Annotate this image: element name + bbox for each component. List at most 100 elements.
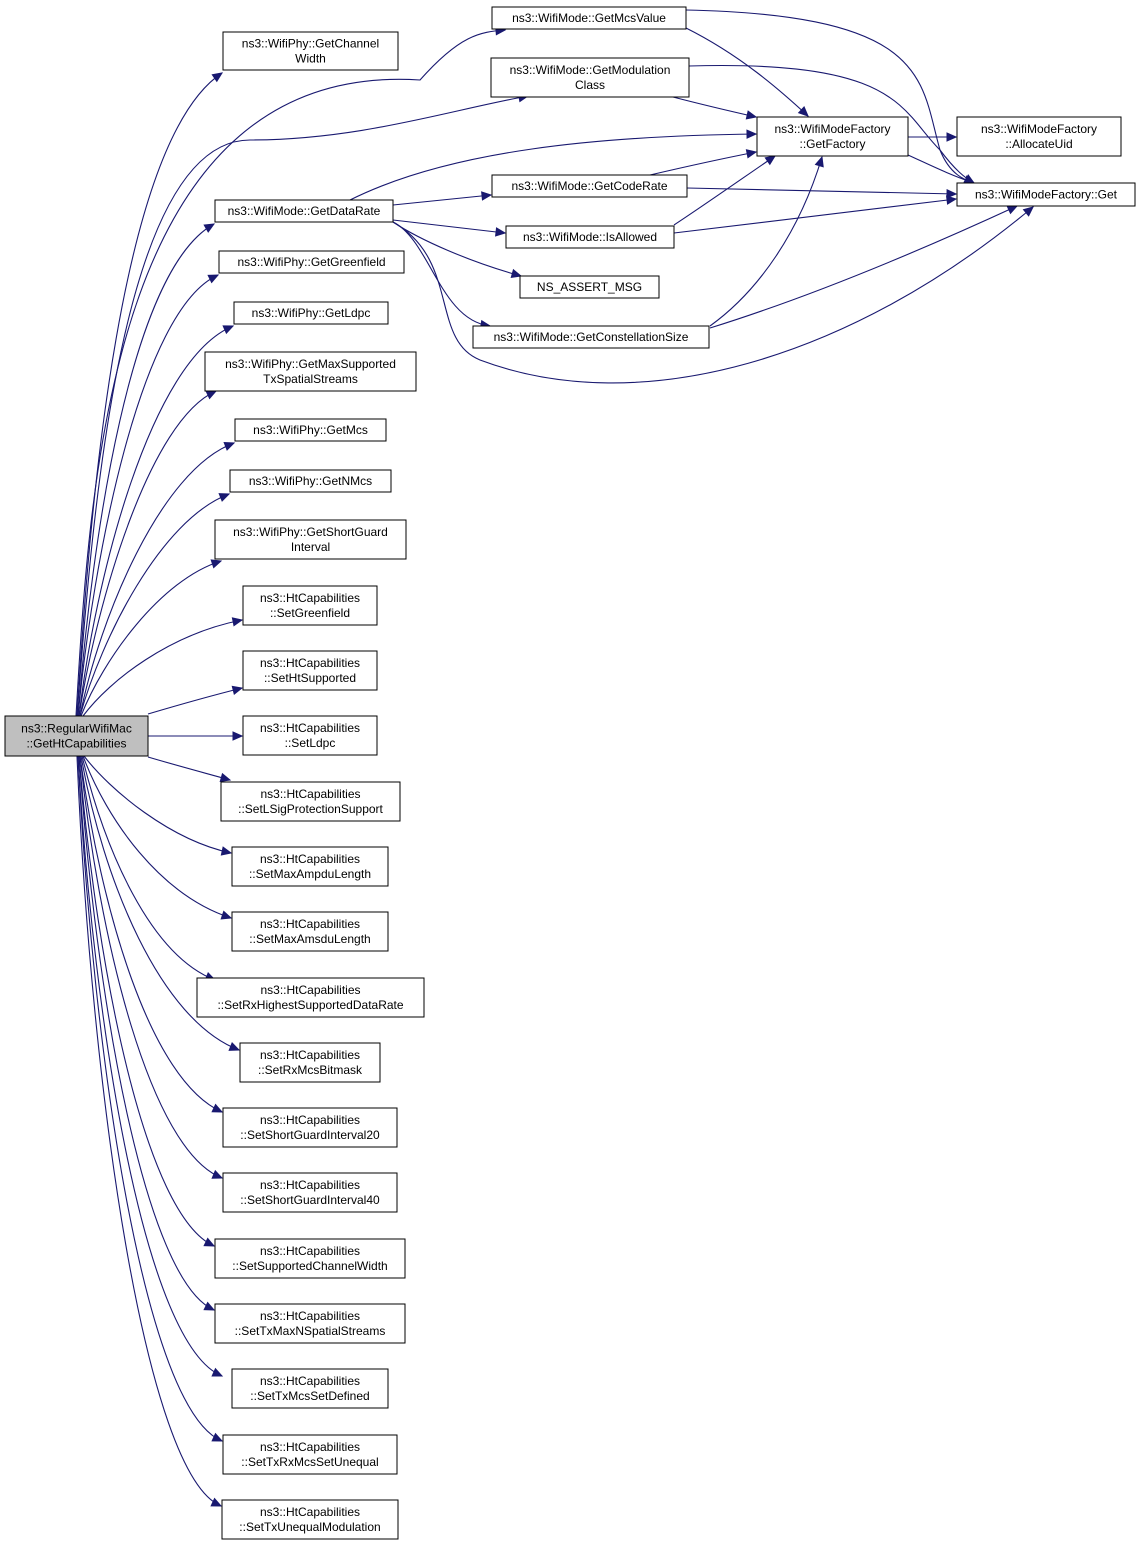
node-box — [214, 1238, 406, 1279]
node-setTxMcsDef[interactable]: ns3::HtCapabilities::SetTxMcsSetDefined — [231, 1368, 389, 1409]
edge-root-to-setSGI40 — [79, 755, 224, 1179]
node-getFactory[interactable]: ns3::WifiModeFactory::GetFactory — [756, 116, 909, 157]
arrowhead — [1006, 205, 1019, 215]
arrowhead — [797, 106, 809, 117]
edge-line — [83, 755, 232, 854]
node-box — [4, 715, 149, 757]
arrowhead — [814, 155, 824, 168]
node-label-line: ::AllocateUid — [1005, 137, 1072, 151]
node-label-line: ::SetLdpc — [285, 736, 336, 750]
node-setRxMcs[interactable]: ns3::HtCapabilities::SetRxMcsBitmask — [239, 1042, 381, 1083]
node-label-line: ns3::WifiMode::GetModulation — [510, 63, 671, 77]
edge-line — [392, 194, 492, 206]
node-label-line: ::SetRxHighestSupportedDataRate — [217, 998, 403, 1012]
node-setTxMaxNSS[interactable]: ns3::HtCapabilities::SetTxMaxNSpatialStr… — [214, 1303, 406, 1344]
node-label-line: ns3::WifiPhy::GetMaxSupported — [225, 357, 396, 371]
node-box — [242, 650, 378, 691]
node-setMaxAmsdu[interactable]: ns3::HtCapabilities::SetMaxAmsduLength — [231, 911, 389, 952]
node-setSupCW[interactable]: ns3::HtCapabilities::SetSupportedChannel… — [214, 1238, 406, 1279]
node-box — [214, 1303, 406, 1344]
node-setLdpc[interactable]: ns3::HtCapabilities::SetLdpc — [242, 715, 378, 756]
edge-line — [79, 442, 235, 717]
node-getMcs[interactable]: ns3::WifiPhy::GetMcs — [234, 418, 387, 442]
node-box — [231, 846, 389, 887]
edge-line — [688, 64, 975, 184]
node-label-line: ns3::HtCapabilities — [260, 1048, 360, 1062]
edge-line — [77, 223, 215, 717]
node-label-line: ns3::WifiMode::GetConstellationSize — [494, 330, 689, 344]
node-box — [214, 519, 407, 560]
node-setHtSupported[interactable]: ns3::HtCapabilities::SetHtSupported — [242, 650, 378, 691]
node-root[interactable]: ns3::RegularWifiMac::GetHtCapabilities — [4, 715, 149, 757]
edge-line — [392, 221, 522, 277]
node-setTxUneqMod[interactable]: ns3::HtCapabilities::SetTxUnequalModulat… — [221, 1499, 399, 1540]
node-label-line: ::SetTxUnequalModulation — [239, 1520, 380, 1534]
node-isAllowed[interactable]: ns3::WifiMode::IsAllowed — [505, 225, 675, 249]
edge-root-to-setGreenfield — [82, 617, 244, 717]
node-allocUid[interactable]: ns3::WifiModeFactory::AllocateUid — [956, 116, 1122, 157]
node-getCodeRate[interactable]: ns3::WifiMode::GetCodeRate — [491, 174, 688, 198]
node-label-line: ns3::HtCapabilities — [260, 591, 360, 605]
node-box — [221, 1499, 399, 1540]
node-getConstSize[interactable]: ns3::WifiMode::GetConstellationSize — [472, 325, 710, 349]
node-getMcsValue[interactable]: ns3::WifiMode::GetMcsValue — [491, 6, 687, 30]
node-label-line: ::SetMaxAmsduLength — [249, 932, 370, 946]
node-box — [505, 225, 675, 249]
node-label-line: NS_ASSERT_MSG — [537, 280, 642, 294]
node-setGreenfield[interactable]: ns3::HtCapabilities::SetGreenfield — [242, 585, 378, 626]
node-setLSig[interactable]: ns3::HtCapabilities::SetLSigProtectionSu… — [220, 781, 401, 822]
node-factoryGet[interactable]: ns3::WifiModeFactory::Get — [956, 182, 1136, 207]
edge-line — [80, 560, 222, 717]
edge-line — [82, 755, 232, 919]
edge-line — [80, 755, 240, 1051]
node-getLdpc[interactable]: ns3::WifiPhy::GetLdpc — [233, 301, 389, 325]
node-box — [756, 116, 909, 157]
node-box — [491, 174, 688, 198]
node-label-line: ns3::WifiPhy::GetGreenfield — [237, 255, 385, 269]
node-getMaxSupported[interactable]: ns3::WifiPhy::GetMaxSupportedTxSpatialSt… — [204, 351, 417, 392]
node-setSGI20[interactable]: ns3::HtCapabilities::SetShortGuardInterv… — [222, 1107, 398, 1148]
node-setSGI40[interactable]: ns3::HtCapabilities::SetShortGuardInterv… — [222, 1172, 398, 1213]
arrowhead — [203, 1237, 216, 1247]
edge-line — [673, 198, 957, 234]
node-setMaxAmpdu[interactable]: ns3::HtCapabilities::SetMaxAmpduLength — [231, 846, 389, 887]
arrowhead — [203, 1301, 216, 1311]
node-setTxRxUneq[interactable]: ns3::HtCapabilities::SetTxRxMcsSetUnequa… — [222, 1434, 398, 1475]
node-label-line: ns3::WifiModeFactory — [774, 122, 890, 136]
node-box — [222, 1172, 398, 1213]
edge-getFactory-to-factoryGet — [907, 154, 976, 185]
node-setRxHighest[interactable]: ns3::HtCapabilities::SetRxHighestSupport… — [196, 977, 425, 1018]
arrowhead — [211, 1367, 224, 1377]
node-label-line: ns3::WifiMode::GetCodeRate — [511, 179, 667, 193]
node-box — [491, 6, 687, 30]
node-box — [242, 585, 378, 626]
edge-getConstSize-to-factoryGet — [709, 205, 1019, 329]
node-label-line: ::SetHtSupported — [264, 671, 356, 685]
node-assertMsg[interactable]: NS_ASSERT_MSG — [519, 275, 660, 299]
edge-root-to-setSupCW — [78, 755, 216, 1247]
node-getGreenfield[interactable]: ns3::WifiPhy::GetGreenfield — [218, 250, 405, 274]
node-getDataRate[interactable]: ns3::WifiMode::GetDataRate — [214, 199, 394, 223]
node-label-line: ns3::WifiMode::IsAllowed — [523, 230, 657, 244]
edge-line — [78, 325, 234, 717]
edge-root-to-getDataRate — [77, 223, 216, 717]
edge-root-to-getShortGuard — [80, 559, 223, 717]
node-label-line: ::SetSupportedChannelWidth — [232, 1259, 387, 1273]
arrowhead — [203, 223, 216, 233]
arrowhead — [207, 274, 220, 284]
edge-root-to-getMcs — [79, 441, 236, 717]
node-box — [229, 469, 392, 493]
node-label-line: ::SetRxMcsBitmask — [258, 1063, 363, 1077]
edge-line — [685, 27, 809, 117]
node-box — [196, 977, 425, 1018]
edge-root-to-setLSig — [147, 756, 232, 783]
edge-line — [81, 755, 216, 981]
node-box — [519, 275, 660, 299]
arrowhead — [764, 155, 777, 166]
node-getNMcs[interactable]: ns3::WifiPhy::GetNMcs — [229, 469, 392, 493]
node-label-line: ::GetFactory — [799, 137, 865, 151]
edge-root-to-setMaxAmsdu — [82, 755, 233, 920]
